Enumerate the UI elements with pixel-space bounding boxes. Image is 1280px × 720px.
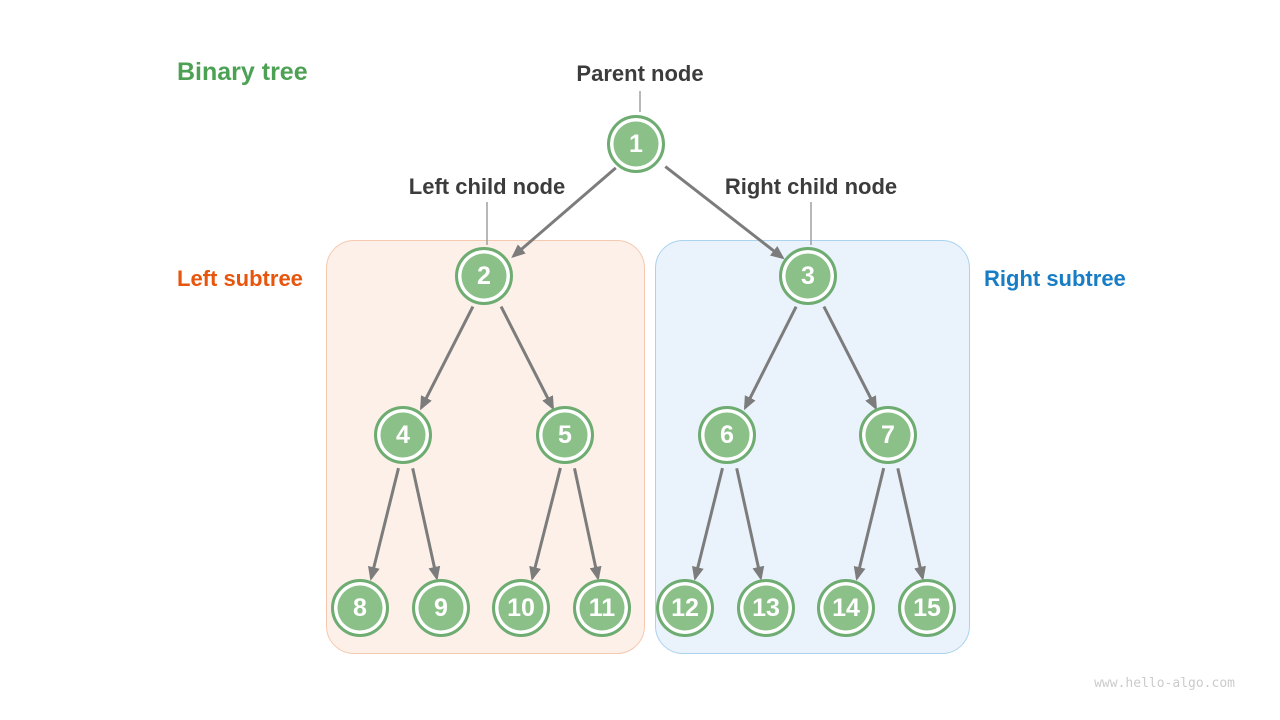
tree-node-4: 4 [374,406,432,464]
tree-node-15: 15 [898,579,956,637]
tree-node-7: 7 [859,406,917,464]
tree-node-2: 2 [455,247,513,305]
tree-node-3: 3 [779,247,837,305]
right-subtree-label: Right subtree [984,266,1126,291]
watermark: www.hello-algo.com [1094,676,1235,691]
tree-node-14: 14 [817,579,875,637]
tree-node-5: 5 [536,406,594,464]
tree-node-9: 9 [412,579,470,637]
tree-node-1: 1 [607,115,665,173]
tree-node-10: 10 [492,579,550,637]
diagram-title: Binary tree [177,58,308,86]
right-child-node-label: Right child node [724,174,898,199]
tree-node-12: 12 [656,579,714,637]
tree-node-6: 6 [698,406,756,464]
left-subtree-label: Left subtree [177,266,303,291]
tree-node-11: 11 [573,579,631,637]
left-child-node-label: Left child node [408,174,566,199]
parent-node-label: Parent node [576,61,704,86]
tree-node-8: 8 [331,579,389,637]
tree-node-13: 13 [737,579,795,637]
